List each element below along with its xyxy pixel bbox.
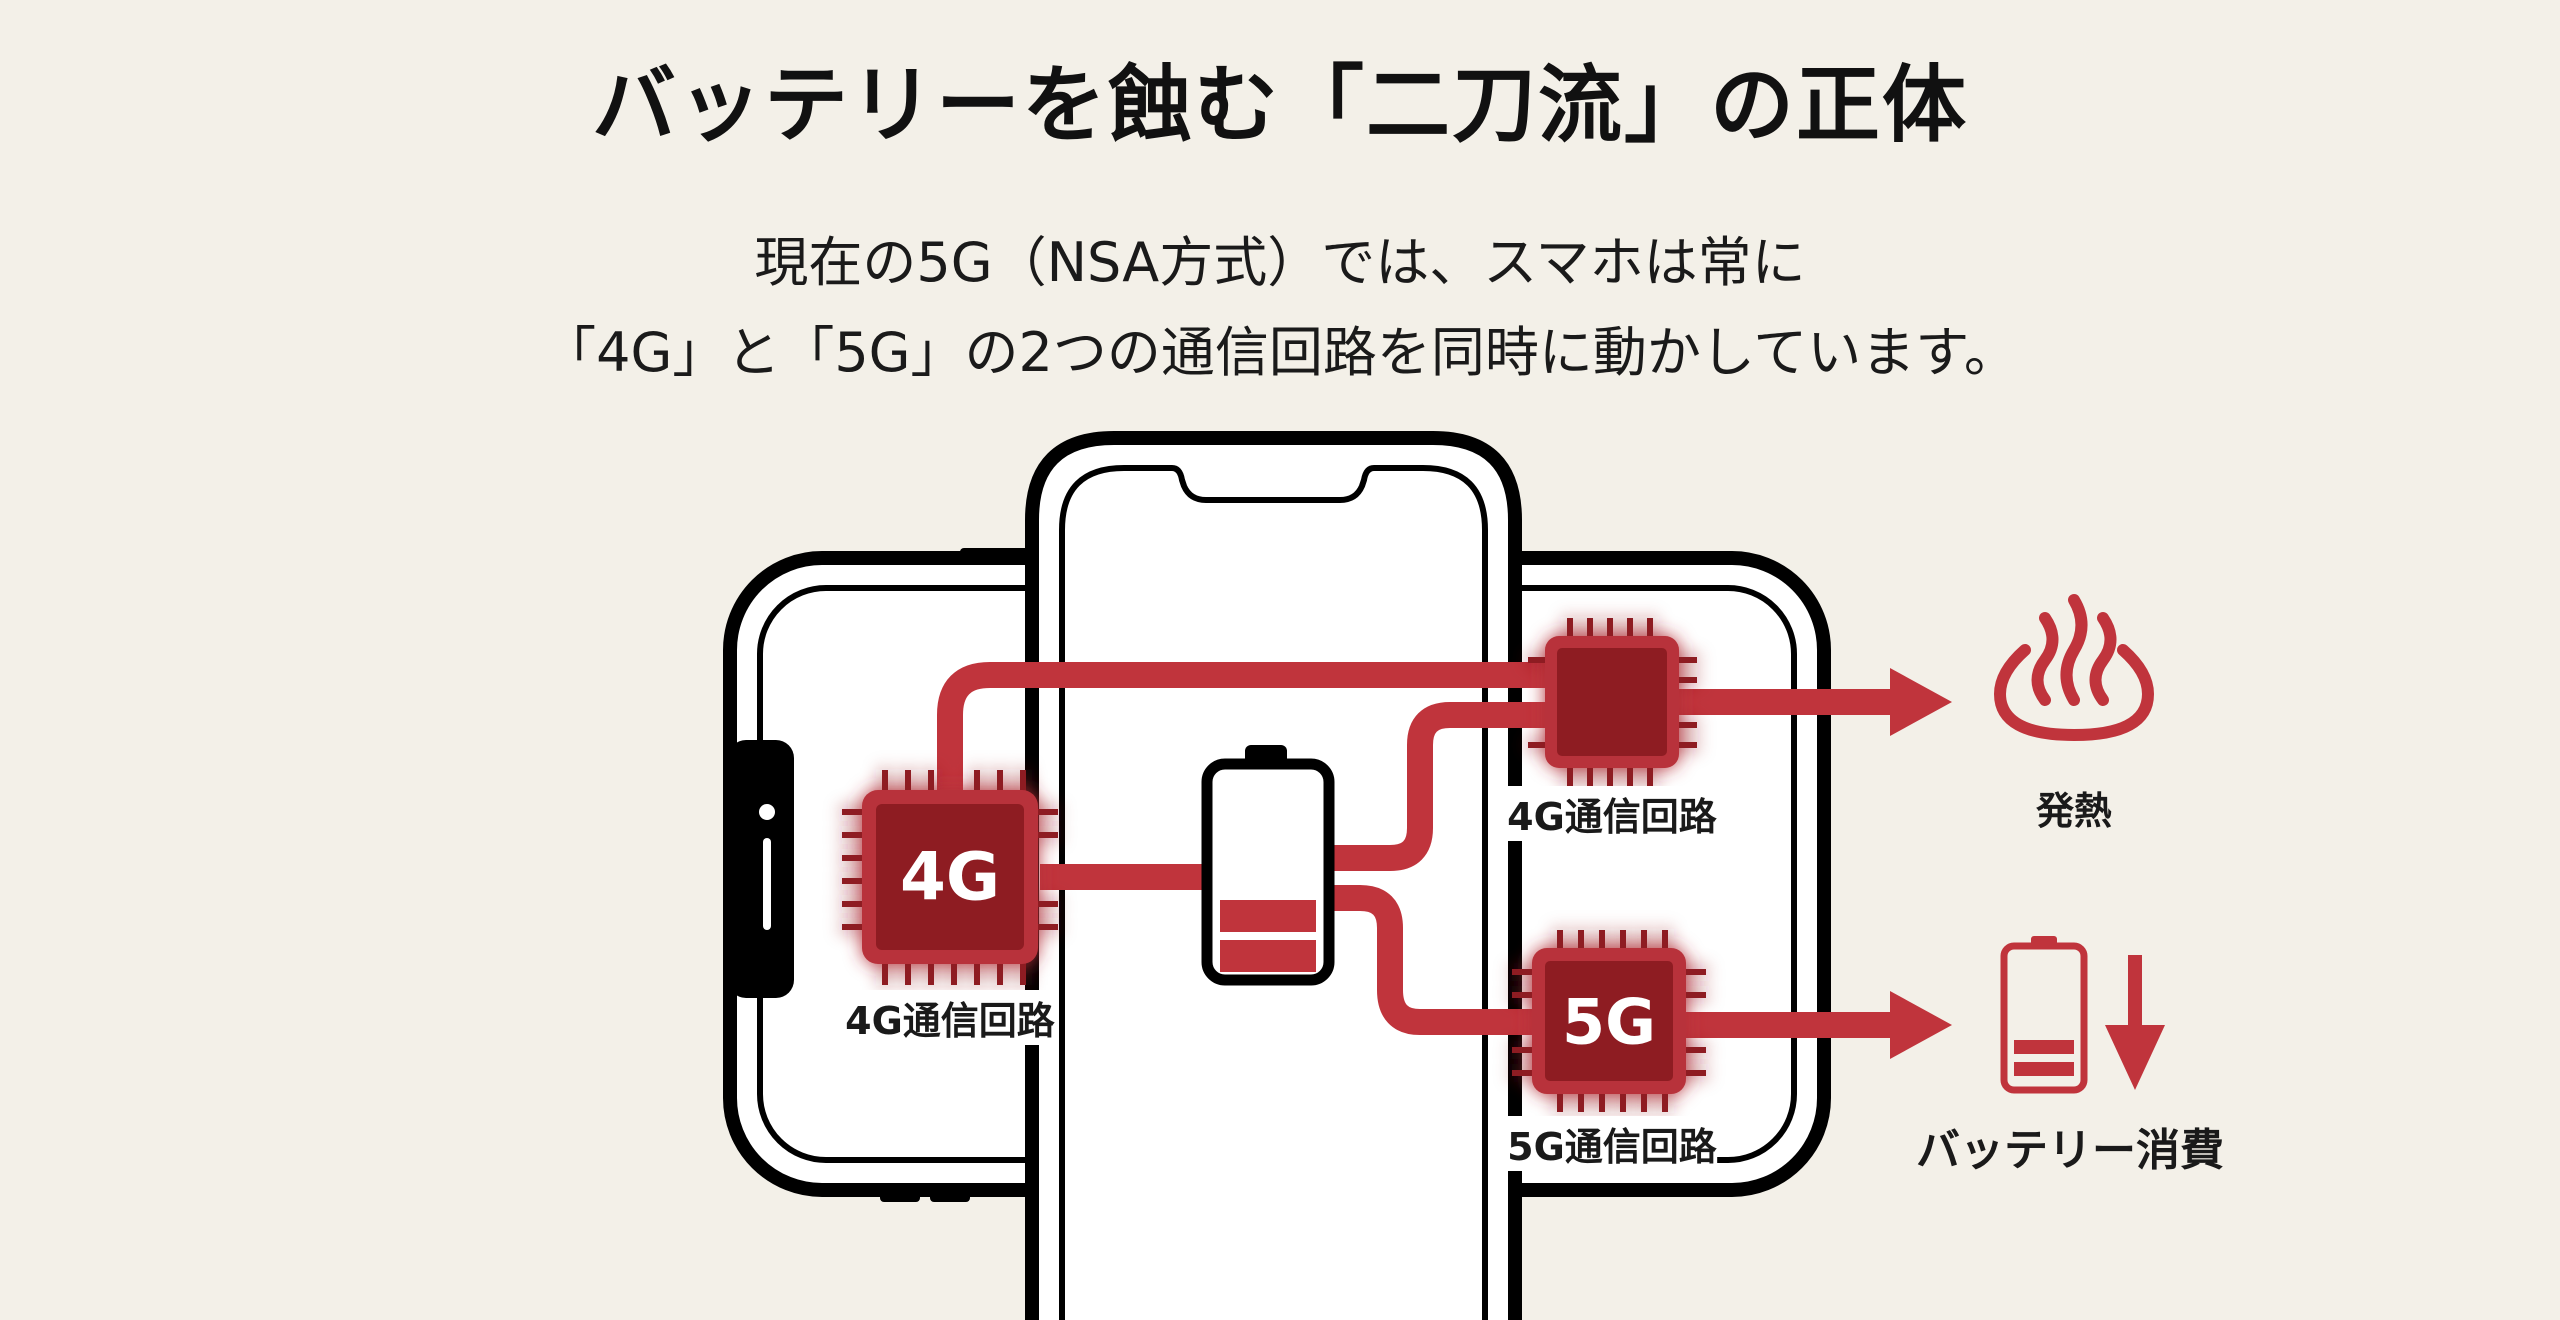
chip-4g-secondary-label: 4G通信回路 xyxy=(1507,786,1717,841)
chip-4g-secondary-icon xyxy=(1528,618,1697,788)
heat-icon xyxy=(1993,594,2155,742)
battery-drain-icon xyxy=(2000,936,2165,1094)
arrow-to-battery-drain-icon xyxy=(1890,991,1952,1059)
circuit-traces xyxy=(937,662,1900,1038)
subtitle-line-2: 「4G」と「5G」の2つの通信回路を同時に動かしています。 xyxy=(542,321,2018,384)
chip-5g-text: 5G xyxy=(1561,985,1657,1059)
chip-5g-icon xyxy=(1512,930,1706,1112)
arrow-to-heat-icon xyxy=(1890,668,1952,736)
chip-4g-main-text: 4G xyxy=(899,838,1001,916)
chip-5g-label: 5G通信回路 xyxy=(1507,1116,1717,1171)
chip-4g-main-label: 4G通信回路 xyxy=(845,990,1055,1045)
chip-4g-main-icon xyxy=(842,770,1058,985)
subtitle-line-1: 現在の5G（NSA方式）では、スマホは常に xyxy=(754,231,1806,294)
heat-label: 発熱 xyxy=(2035,789,2113,833)
battery-icon xyxy=(1201,745,1335,986)
battery-drain-label: バッテリー消費 xyxy=(1916,1125,2224,1176)
page-title: バッテリーを蝕む「二刀流」の正体 xyxy=(591,56,1968,154)
